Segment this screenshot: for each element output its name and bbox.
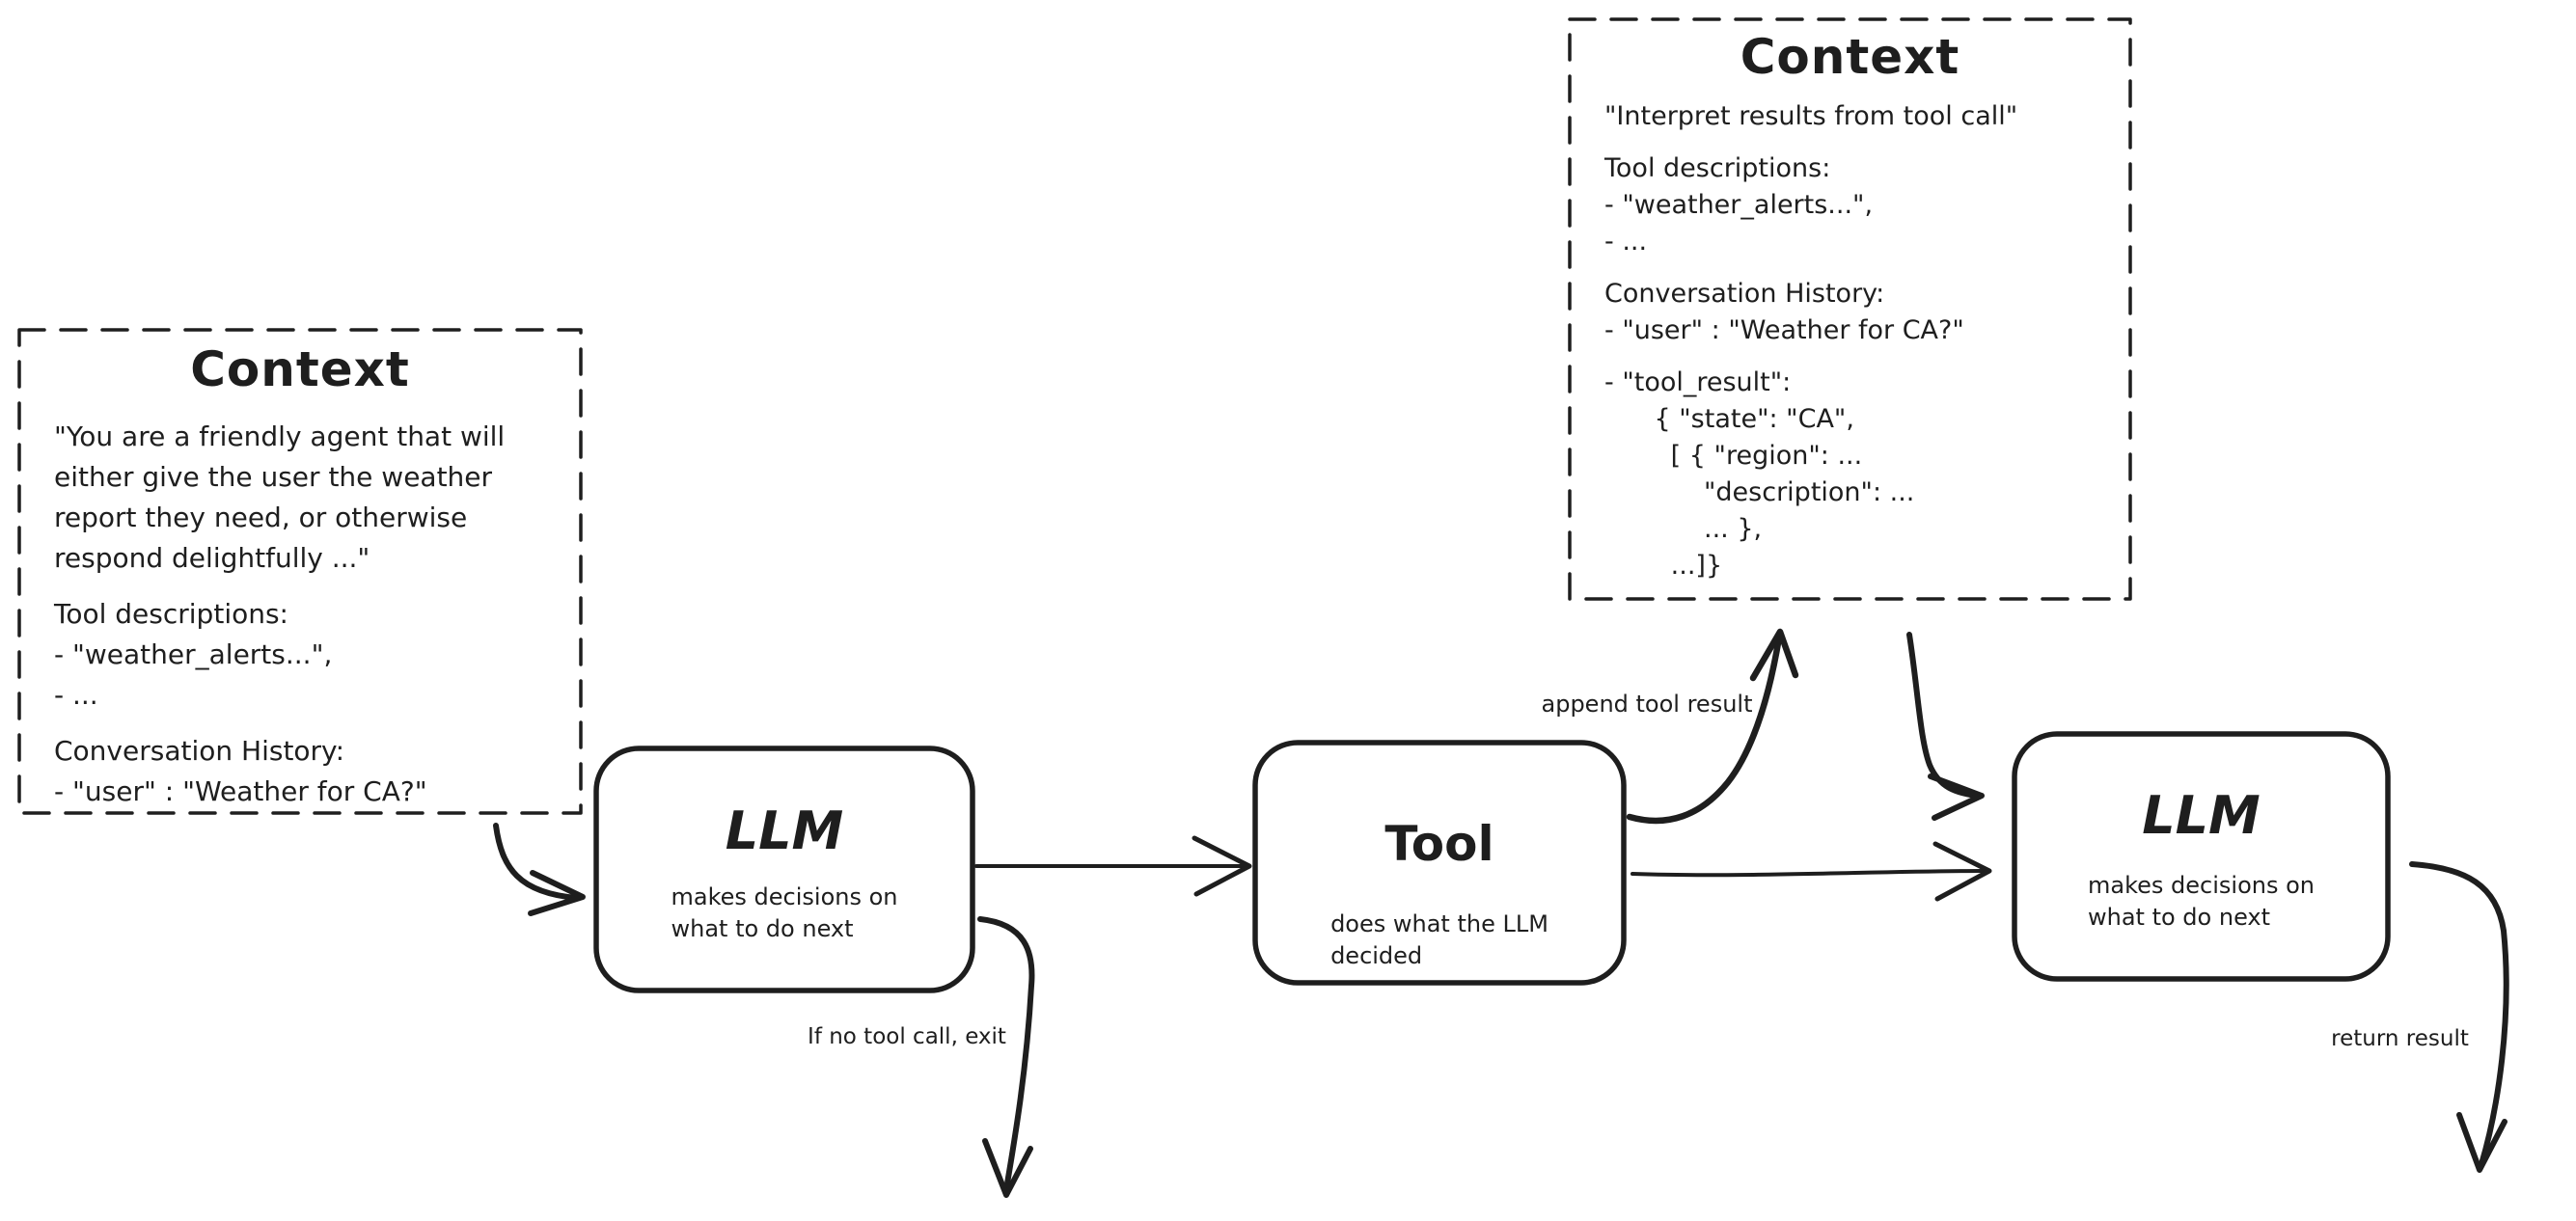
context-box-left-border: [17, 328, 583, 815]
llm1-subtitle: makes decisions on what to do next: [596, 882, 973, 945]
edge-llm2-return-arrowhead: [2456, 1112, 2507, 1173]
edge-tool-to-context-right-arrowhead: [1749, 628, 1799, 682]
edge-context-right-to-llm2: [1906, 632, 1979, 799]
edge-llm1-exit: [977, 916, 1035, 1192]
llm2-subtitle-text: makes decisions on what to do next: [2088, 872, 2315, 931]
edge-llm2-return: [2409, 861, 2509, 1167]
tool-subtitle: does what the LLM decided: [1255, 909, 1624, 972]
tool-node-box: [1252, 740, 1627, 986]
context-box-right: Context "Interpret results from tool cal…: [1570, 19, 2130, 599]
llm2-title: LLM: [2142, 785, 2261, 846]
llm2-node-box: [2012, 731, 2391, 982]
llm1-title: LLM: [725, 800, 844, 861]
llm1-subtitle-text: makes decisions on what to do next: [671, 883, 898, 942]
edge-llm1-exit-arrowhead: [982, 1138, 1033, 1198]
context-box-left: Context "You are a friendly agent that w…: [19, 330, 581, 813]
edge-tool-to-context-right: [1626, 634, 1783, 825]
context-right-body: "Interpret results from tool call"Tool d…: [1604, 101, 2018, 581]
context-right-title: Context: [1740, 29, 1960, 85]
edge-label-return-result: return result: [2331, 1026, 2469, 1051]
edge-tool-to-llm2-arrowhead: [1932, 841, 1992, 902]
context-box-right-border: [1568, 17, 2132, 601]
edge-context-left-to-llm1: [493, 823, 580, 901]
edge-llm1-to-tool-arrowhead: [1192, 835, 1252, 897]
tool-subtitle-text: does what the LLM decided: [1330, 910, 1548, 969]
edge-tool-to-llm2: [1631, 869, 1986, 878]
edge-label-if-no-tool-call-exit: If no tool call, exit: [808, 1024, 1006, 1049]
context-left-title: Context: [190, 341, 410, 397]
edge-context-right-to-llm2-arrowhead: [1928, 773, 1985, 821]
edge-context-left-to-llm1-arrowhead: [528, 870, 586, 916]
tool-title: Tool: [1384, 816, 1494, 872]
llm2-subtitle: makes decisions on what to do next: [2014, 870, 2388, 934]
llm1-node-box: [593, 746, 975, 993]
edge-label-append-tool-result: append tool result: [1541, 691, 1753, 718]
context-left-body: "You are a friendly agent that will eith…: [54, 421, 506, 807]
